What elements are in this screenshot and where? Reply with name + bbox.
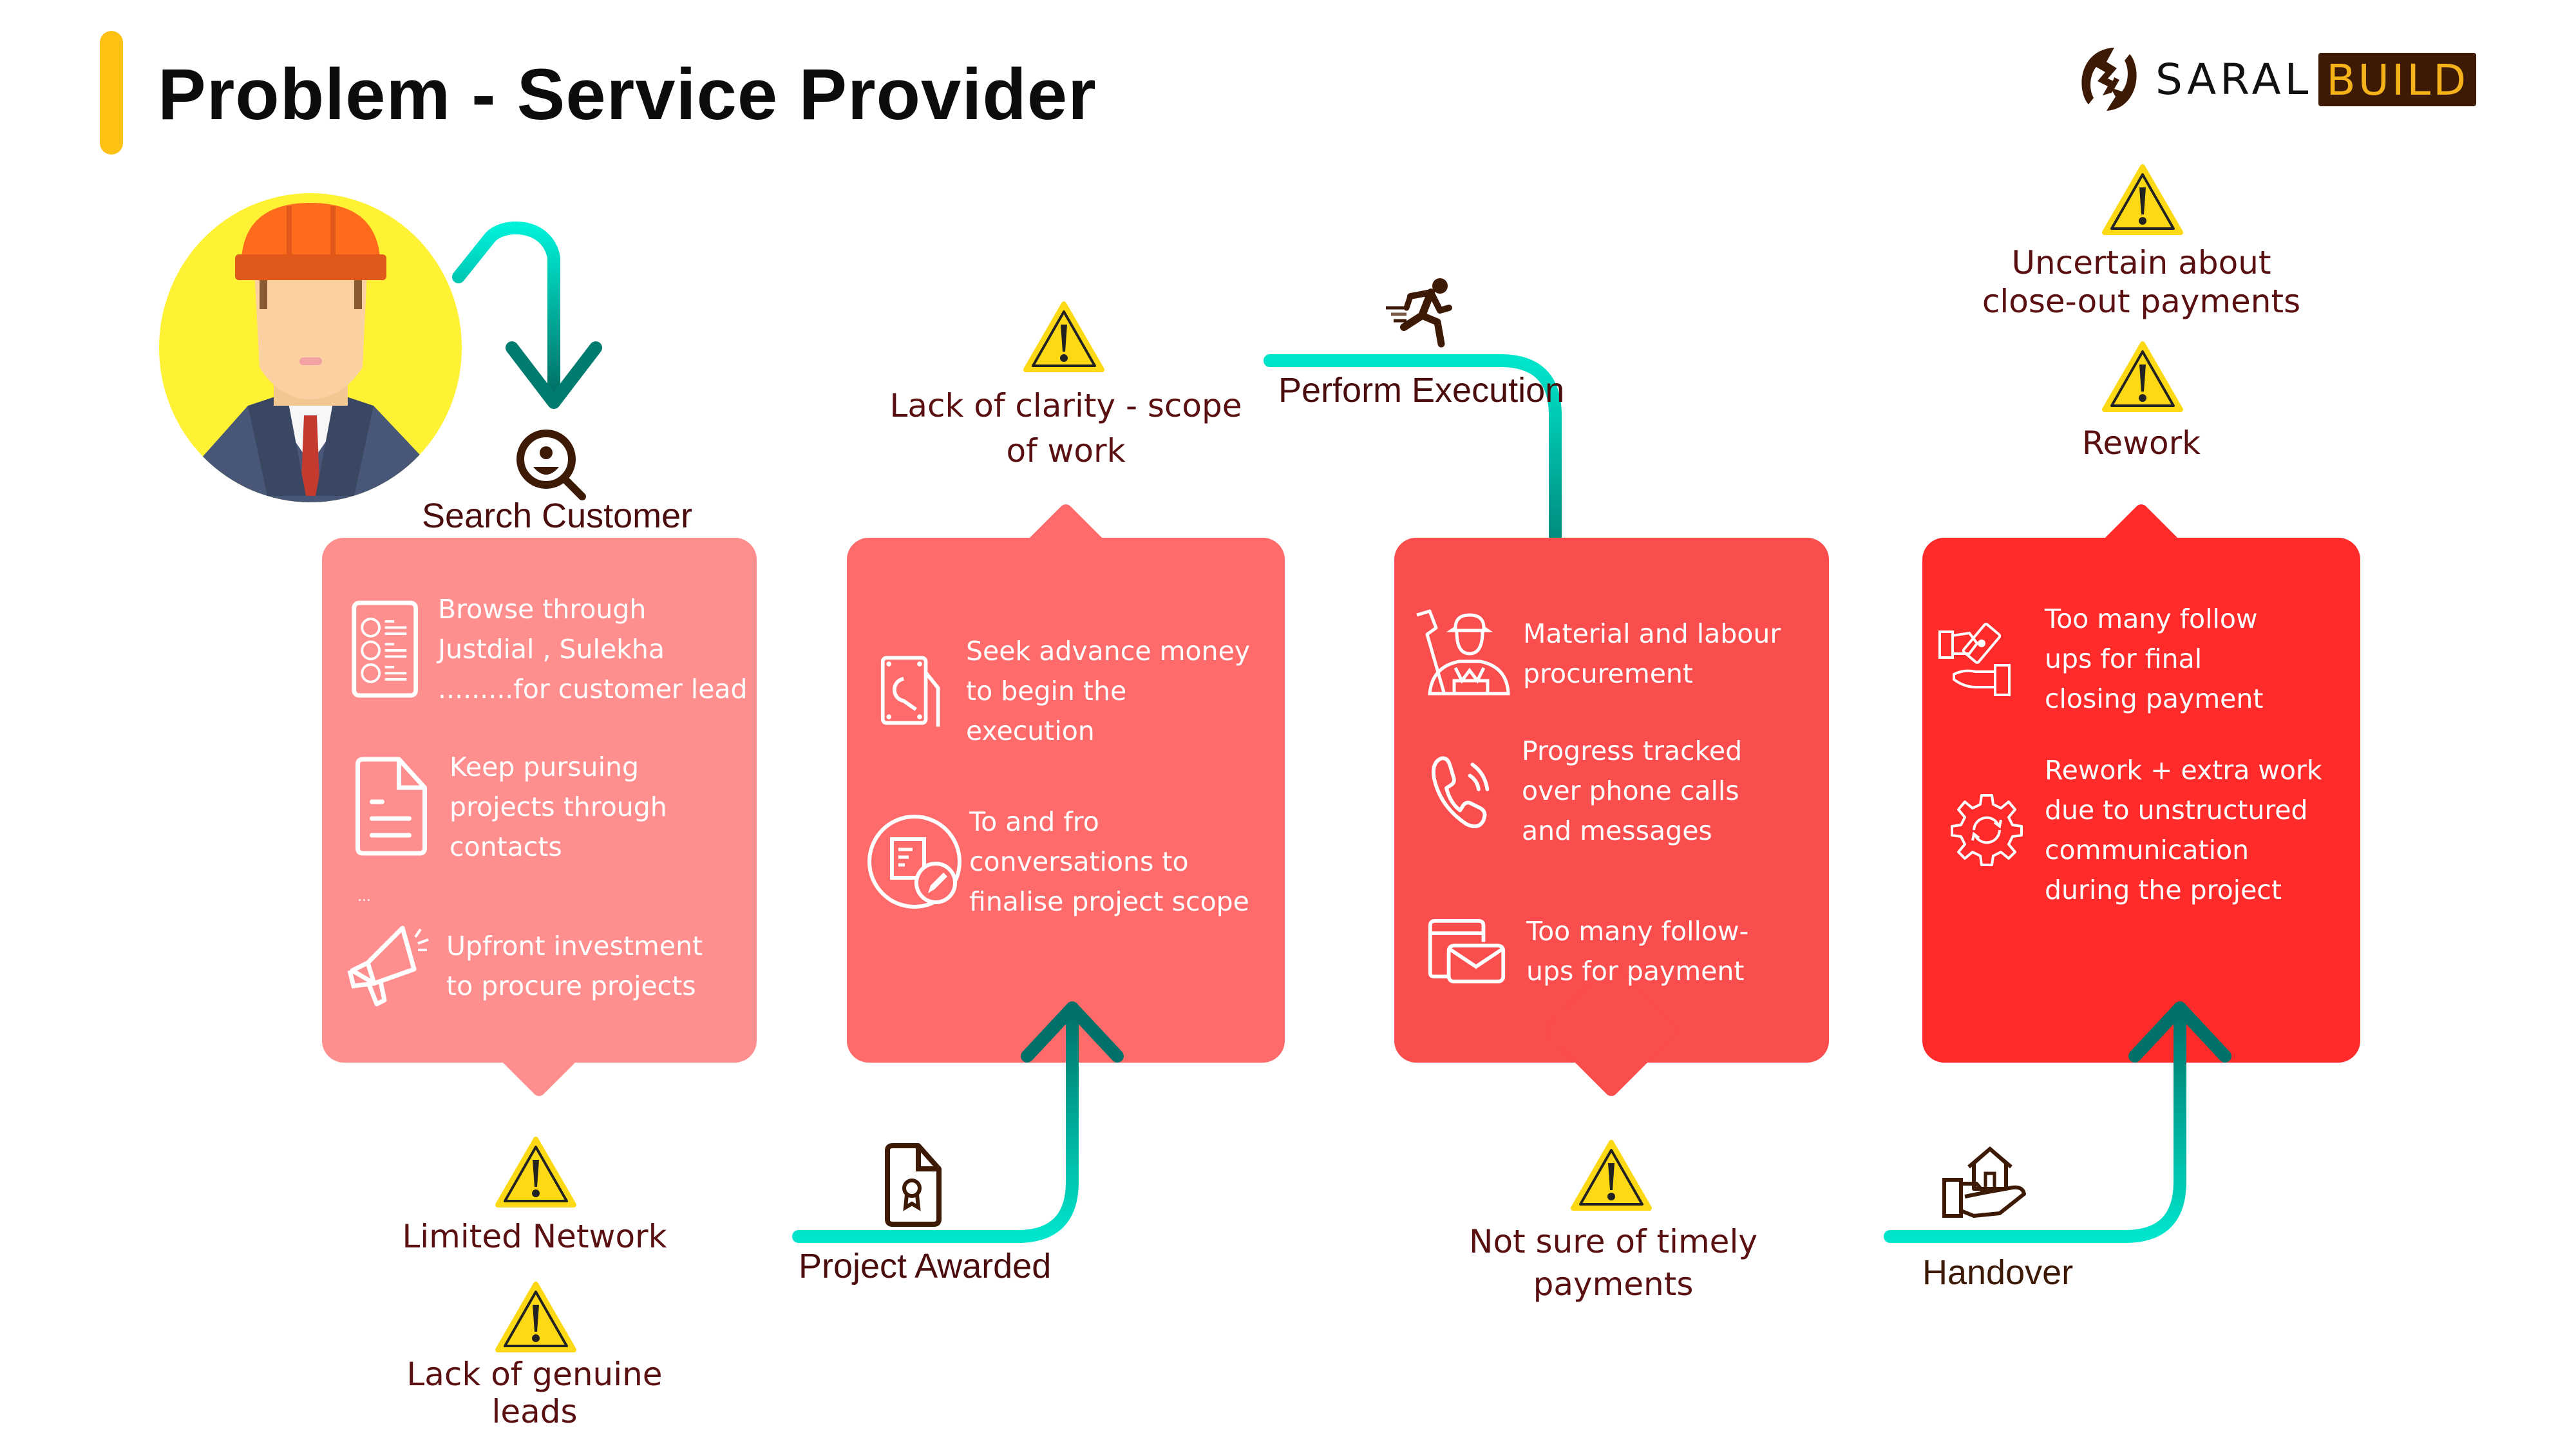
page-title: Problem - Service Provider [158, 54, 1097, 135]
card-item-line: to begin the [966, 676, 1127, 706]
card-item-line: Browse through [438, 594, 647, 625]
warning-label-not-sure-timely-payments: Not sure of timely payments [1417, 1220, 1810, 1305]
card-item-line: to procure projects [446, 971, 696, 1001]
warning-icon [1023, 301, 1104, 372]
contact-list-icon [352, 600, 418, 698]
construction-contractor-avatar [159, 193, 462, 502]
logo-word-build: BUILD [2318, 52, 2477, 106]
card-item: To and fro conversations to finalise pro… [866, 802, 1249, 922]
warning-label-lack-of-clarity: Lack of clarity - scope of work [860, 383, 1272, 473]
card-item-line: To and fro [969, 806, 1099, 837]
warning-icon [1571, 1140, 1652, 1211]
running-person-icon [1386, 278, 1452, 348]
card-item-line: Too many follow- [1526, 916, 1749, 947]
stage-card-handover: Too many follow ups for final closing pa… [1922, 501, 2360, 1063]
card-item-line: Keep pursuing [450, 752, 639, 782]
card-item-line: communication [2045, 835, 2249, 866]
construction-worker-icon [1416, 609, 1510, 696]
warning-label-line: payments [1533, 1265, 1694, 1303]
card-item-line: projects through [450, 791, 667, 822]
card-item-line: contacts [450, 831, 562, 862]
payment-exchange-icon [1938, 623, 2011, 696]
stage-label-perform-execution: Perform Execution [1278, 371, 1565, 410]
warning-label-uncertain-closeout: Uncertain about close-out payments [1945, 243, 2338, 321]
warning-label-limited-network: Limited Network [402, 1218, 667, 1255]
warning-label-rework: Rework [2081, 424, 2201, 462]
stage-label-project-awarded: Project Awarded [799, 1247, 1052, 1285]
card-item: Rework + extra work due to unstructured … [1948, 750, 2322, 910]
card-item-line: Progress tracked [1522, 735, 1743, 766]
card-item: Too many follow- ups for payment [1426, 911, 1748, 991]
card-item-line: closing payment [2045, 683, 2264, 714]
card-item: Material and labour procurement [1410, 609, 1781, 699]
warning-label-lack-of-genuine-leads: Lack of genuine leads [396, 1356, 673, 1430]
brand-logo: SARAL BUILD [2077, 44, 2477, 115]
card-item-line: and messages [1522, 815, 1712, 846]
warning-label-line: leads [491, 1393, 578, 1430]
card-item: Too many follow ups for final closing pa… [1938, 599, 2263, 719]
search-person-icon [516, 430, 586, 500]
certificate-document-icon [885, 1143, 942, 1227]
megaphone-icon [347, 925, 429, 1007]
card-item-line: Too many follow [2045, 603, 2258, 634]
flow-arrow-handover [1884, 1001, 2231, 1243]
title-accent-bar [100, 31, 123, 155]
warning-label-line: of work [1006, 432, 1126, 469]
card-item: Keep pursuing projects through contacts [351, 747, 667, 867]
phone-call-icon [1432, 755, 1490, 828]
warning-icon [495, 1137, 576, 1208]
warning-icon [495, 1282, 576, 1352]
warning-icon [2102, 341, 2183, 412]
edit-document-icon [867, 815, 961, 909]
stage-card-perform-execution: Material and labour procurement Progress… [1394, 538, 1829, 1099]
flow-arrow-project-awarded [792, 1001, 1124, 1243]
card-item-line: .........for customer lead [438, 674, 748, 705]
card-item-line: ups for payment [1526, 956, 1745, 987]
card-item: Seek advance money to begin the executio… [879, 631, 1250, 751]
stage-card-search-customer: Browse through Justdial , Sulekha ......… [322, 538, 757, 1099]
card-item-line: Rework + extra work [2045, 755, 2322, 786]
warning-icon [2102, 164, 2183, 235]
money-hand-icon [880, 656, 940, 727]
card-item-line: procurement [1523, 658, 1693, 689]
card-item-line: during the project [2045, 875, 2282, 905]
card-item-line: Seek advance money [966, 636, 1251, 667]
logo-word-saral: SARAL [2155, 54, 2313, 104]
hand-house-icon [1942, 1146, 2026, 1218]
warning-label-line: Lack of genuine [406, 1356, 663, 1393]
card-item-line: ups for final [2045, 643, 2202, 674]
document-icon [355, 757, 427, 856]
card-item-line: Upfront investment [446, 931, 703, 961]
saral-build-logo-icon [2081, 48, 2137, 111]
card-item-line: finalise project scope [969, 886, 1249, 917]
warning-label-line: Not sure of timely [1469, 1223, 1757, 1260]
card-item-line: due to unstructured [2045, 795, 2308, 826]
mail-window-icon [1428, 919, 1506, 983]
card-pointer-up [997, 501, 1135, 639]
card-item-line: Justdial , Sulekha [438, 634, 665, 665]
warning-label-line: Uncertain about [2011, 244, 2271, 281]
card-item: Browse through Justdial , Sulekha ......… [351, 589, 748, 709]
gear-refresh-icon [1951, 794, 2023, 866]
card-item-line: Material and labour [1523, 618, 1781, 649]
card-item: Upfront investment to procure projects [345, 924, 703, 1008]
card-item-line: execution [966, 715, 1095, 746]
stage-card-project-awarded: Seek advance money to begin the executio… [847, 501, 1285, 1063]
stage-label-handover: Handover [1922, 1253, 2074, 1292]
stage-label-search-customer: Search Customer [422, 497, 693, 535]
warning-label-line: close-out payments [1982, 283, 2301, 320]
card-item: Progress tracked over phone calls and me… [1426, 731, 1742, 851]
warning-label-line: Lack of clarity - scope [889, 387, 1242, 424]
card-item-line: conversations to [969, 846, 1189, 877]
flow-arrow-start [452, 221, 602, 409]
stray-ellipsis: ... [357, 889, 371, 905]
card-item-line: over phone calls [1522, 775, 1739, 806]
